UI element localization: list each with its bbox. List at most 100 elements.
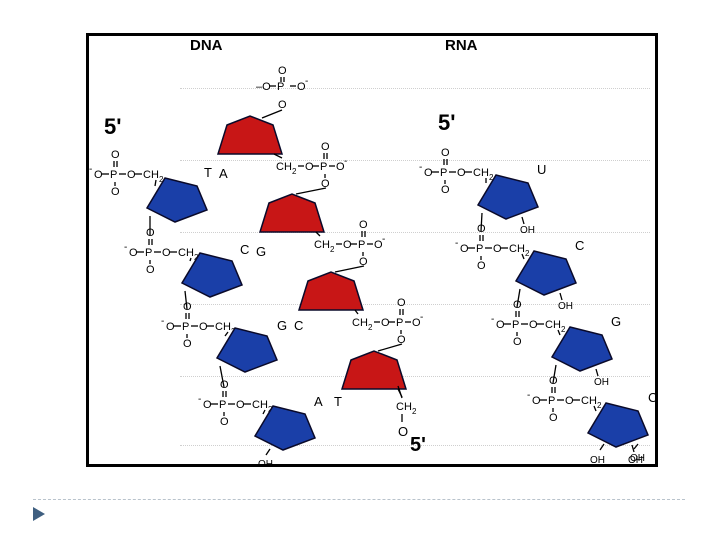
bond-line (599, 443, 605, 451)
subscript-label: 2 (525, 249, 530, 258)
base-label-right: T (334, 394, 342, 409)
oxygen-label: O (441, 147, 450, 159)
bond-line (219, 365, 225, 388)
bond-line (557, 329, 561, 336)
oxygen-label: O (359, 219, 368, 231)
oxygen-label: O (111, 149, 120, 161)
hydroxyl-label: OH (520, 225, 535, 236)
bond-line (521, 253, 525, 260)
hydroxyl-label: OH (594, 377, 609, 388)
footer-rule (33, 499, 685, 500)
dna-5prime-label: 5' (104, 114, 122, 139)
hydroxyl-label: OH (630, 453, 645, 464)
oxygen-label: O (398, 424, 408, 439)
base-label-left: T (204, 165, 212, 180)
oxygen-label: O (496, 319, 505, 331)
carbon-label: CH (545, 319, 561, 331)
subscript-label: 2 (489, 173, 494, 182)
bond-line (377, 343, 403, 352)
hydroxyl-label: OH (258, 459, 273, 470)
rna-base-label: U (537, 162, 546, 177)
carbon-label: CH (473, 167, 489, 179)
subscript-label: 2 (330, 245, 335, 254)
bond-line (595, 368, 599, 377)
oxygen-label: O (199, 321, 208, 333)
oxygen-label: O (127, 169, 136, 181)
oxygen-label: O (297, 81, 306, 93)
hydroxyl-label: OH (558, 301, 573, 312)
background-rule (180, 88, 650, 89)
dna-heading: DNA (190, 37, 223, 54)
hydroxyl-label: OH (590, 455, 605, 466)
rna-base-label: C (575, 238, 584, 253)
charge-label: - (161, 316, 164, 327)
background-rule (180, 160, 650, 161)
oxygen-label: O (146, 227, 155, 239)
carbon-label: CH (352, 317, 368, 329)
charge-label: - (305, 76, 308, 87)
oxygen-label: O (374, 239, 383, 251)
subscript-label: 2 (292, 167, 297, 176)
bond-line (593, 405, 597, 412)
base-label-right: G (256, 244, 266, 259)
oxygen-label: O (457, 167, 466, 179)
oxygen-label: O (129, 247, 138, 259)
charge-label: - (420, 312, 423, 323)
phosphorus-label: P (320, 161, 327, 173)
base-label-right: C (294, 318, 303, 333)
bond-line (552, 364, 557, 384)
carbon-label: CH (396, 401, 412, 413)
bond-line (261, 109, 283, 119)
base-label-left: G (277, 318, 287, 333)
bond-line (295, 187, 327, 195)
phosphorus-label: P (396, 317, 403, 329)
bond-line (273, 153, 283, 159)
deoxyribose-sugar-red (297, 271, 365, 311)
phosphorus-label: P (110, 169, 117, 181)
oxygen-label: O (94, 169, 103, 181)
carbon-label: CH (143, 169, 159, 181)
dna-bottom-5prime-label: 5' (410, 434, 426, 456)
bond-line (154, 179, 157, 187)
base-label-left: A (314, 394, 323, 409)
phosphorus-label: P (358, 239, 365, 251)
subscript-label: 2 (159, 175, 164, 184)
phosphorus-label: P (512, 319, 519, 331)
phosphorus-label: P (548, 395, 555, 407)
bullet-arrow-icon (33, 507, 45, 521)
oxygen-label: O (565, 395, 574, 407)
rna-base-label: C (648, 390, 657, 405)
carbon-label: CH (314, 239, 330, 251)
oxygen-label: O (305, 161, 314, 173)
background-rule (180, 304, 650, 305)
phosphorus-label: P (476, 243, 483, 255)
oxygen-label: O (513, 299, 522, 311)
deoxyribose-sugar-red (216, 115, 284, 155)
oxygen-label: O (146, 264, 155, 276)
charge-label: - (89, 164, 92, 175)
phosphorus-label: P (182, 321, 189, 333)
oxygen-label: O (412, 317, 421, 329)
carbon-label: CH (509, 243, 525, 255)
bond-line (397, 385, 403, 399)
oxygen-label: O (460, 243, 469, 255)
bond-line (354, 309, 359, 315)
carbon-label: CH (276, 161, 292, 173)
oxygen-label: O (220, 416, 229, 428)
bond-line (184, 290, 188, 310)
oxygen-label: O (424, 167, 433, 179)
oxygen-label: O (321, 178, 330, 190)
charge-label: - (198, 394, 201, 405)
oxygen-label: O (220, 379, 229, 391)
base-label-right: A (219, 166, 228, 181)
bond-line (265, 448, 271, 456)
charge-label: - (455, 238, 458, 249)
subscript-label: 2 (561, 325, 566, 334)
bond-line (480, 212, 483, 232)
oxygen-label: O (166, 321, 175, 333)
oxygen-label: O (441, 184, 450, 196)
bond-line (224, 331, 229, 337)
phosphorus-label: P (219, 399, 226, 411)
oxygen-label: O (359, 256, 368, 268)
charge-label: - (344, 156, 347, 167)
